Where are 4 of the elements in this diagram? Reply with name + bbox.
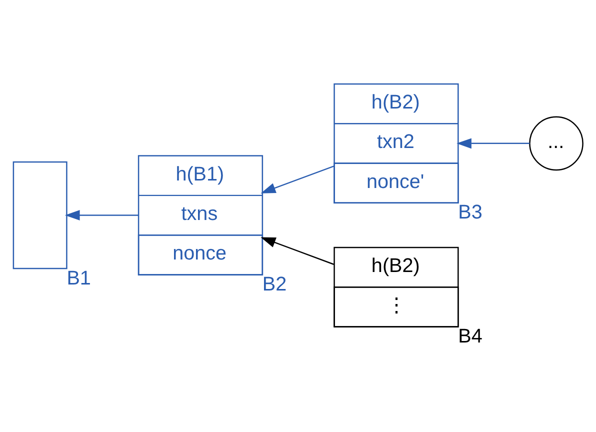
node-label: B3 [458, 201, 482, 224]
node-label: B4 [458, 325, 482, 348]
node-label: B2 [262, 273, 287, 296]
node-label: B1 [66, 266, 91, 289]
